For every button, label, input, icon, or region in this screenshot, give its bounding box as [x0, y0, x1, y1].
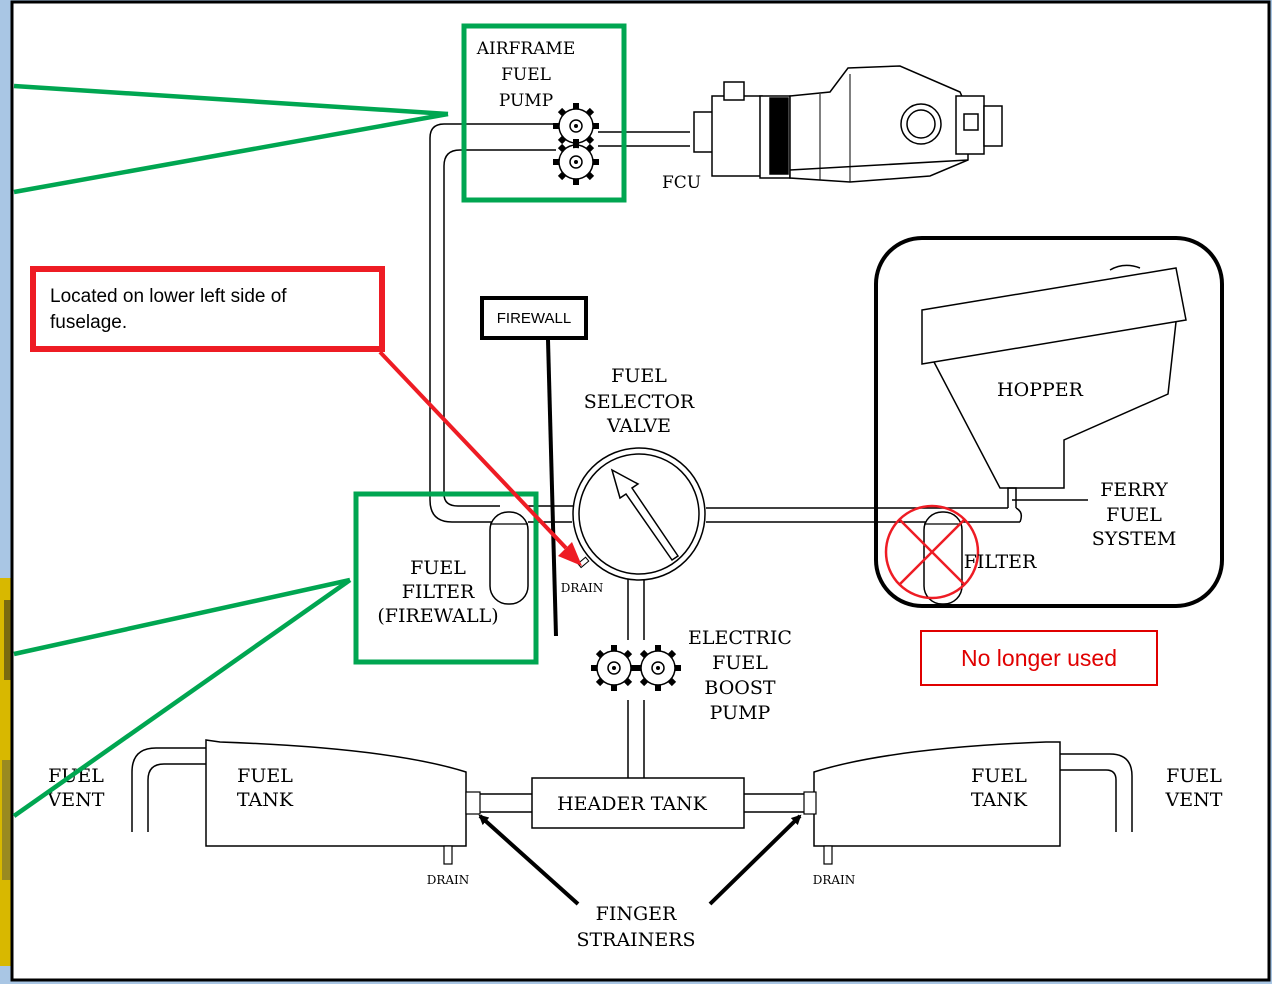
finger-strainers-label-1: FINGER	[596, 903, 677, 925]
location-note-text: Located on lower left side of fuselage.	[50, 286, 287, 333]
valve-drain-label: DRAIN	[561, 581, 604, 595]
right-tank-label-1: FUEL	[971, 765, 1027, 787]
right-vent-label-1: FUEL	[1166, 765, 1222, 787]
firewall-callout: FIREWALL	[480, 296, 588, 340]
boost-pump-label-4: PUMP	[710, 702, 771, 724]
airframe-pump-label-3: PUMP	[499, 91, 553, 111]
fuel-filter-body	[490, 512, 528, 604]
left-tank-drain-label: DRAIN	[427, 873, 470, 887]
no-longer-used-callout: No longer used	[920, 630, 1158, 686]
boost-pump-label-1: ELECTRIC	[688, 627, 792, 649]
fuel-filter-label-1: FUEL	[410, 557, 466, 579]
hopper-label: HOPPER	[997, 379, 1084, 401]
firewall-callout-text: FIREWALL	[497, 310, 571, 327]
ferry-system-label-2: FUEL	[1106, 504, 1162, 526]
right-vent-label-2: VENT	[1165, 789, 1223, 811]
no-longer-used-text: No longer used	[961, 645, 1117, 672]
left-tank-label-1: FUEL	[237, 765, 293, 787]
boost-pump-label-2: FUEL	[712, 652, 768, 674]
selector-valve-label-2: SELECTOR	[584, 391, 695, 413]
ferry-system-label-3: SYSTEM	[1092, 528, 1177, 550]
finger-strainers-label-2: STRAINERS	[576, 929, 695, 951]
selector-valve-label-3: VALVE	[606, 415, 671, 437]
left-vent-label-2: VENT	[47, 789, 105, 811]
fcu-label: FCU	[662, 173, 701, 193]
ferry-system-label-1: FERRY	[1100, 479, 1168, 501]
right-tank-drain-label: DRAIN	[813, 873, 856, 887]
ferry-filter-label: FILTER	[964, 551, 1037, 573]
right-tank-label-2: TANK	[971, 789, 1028, 811]
boost-pump-label-3: BOOST	[704, 677, 775, 699]
location-note-callout: Located on lower left side of fuselage.	[30, 266, 385, 352]
fuel-filter-label-2: FILTER	[402, 581, 475, 603]
left-tank-label-2: TANK	[237, 789, 294, 811]
airframe-pump-label-2: FUEL	[501, 65, 551, 85]
header-tank-label: HEADER TANK	[557, 793, 708, 815]
airframe-pump-label-1: AIRFRAME	[476, 39, 575, 59]
fuel-selector-valve	[573, 448, 705, 580]
selector-valve-label-1: FUEL	[611, 365, 667, 387]
fuel-filter-label-3: (FIREWALL)	[377, 605, 498, 627]
